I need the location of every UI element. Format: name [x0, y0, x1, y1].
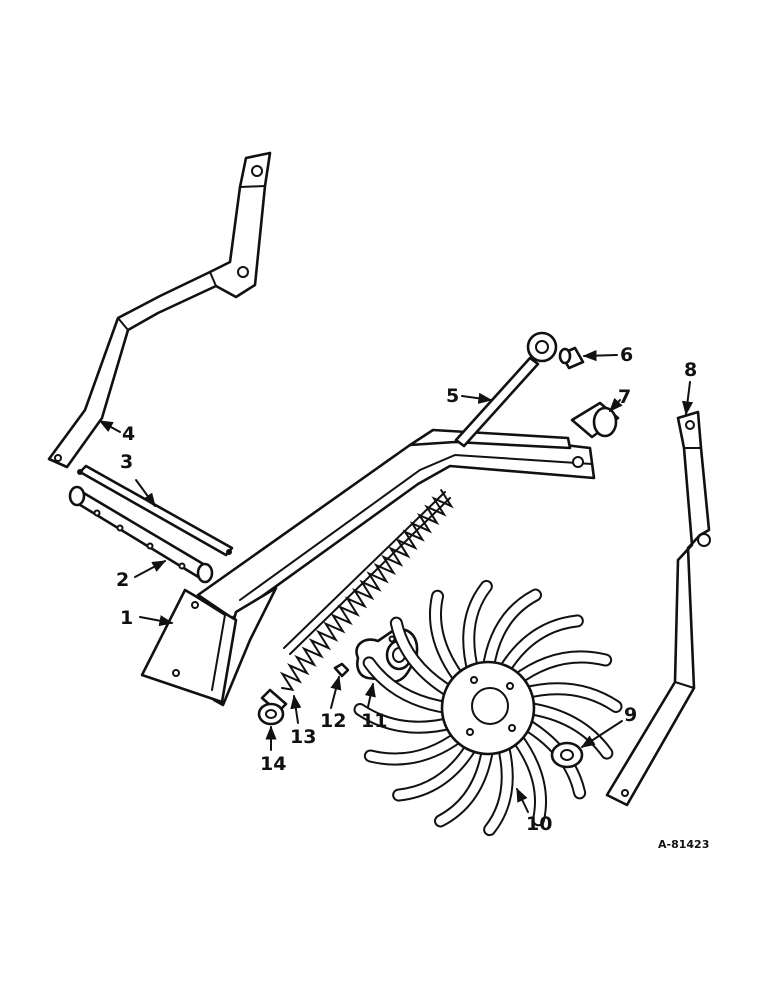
callout-14-label: 14 [260, 753, 286, 775]
callout-10-label: 10 [526, 813, 552, 835]
spring-assembly [279, 489, 454, 692]
left-mounting-bracket [47, 151, 272, 469]
nut [333, 662, 350, 678]
tine [364, 658, 455, 713]
tine [365, 730, 466, 764]
callout-11-label: 11 [361, 710, 387, 732]
callout-1-label: 1 [120, 607, 133, 629]
right-mounting-bracket [605, 410, 711, 807]
tine [355, 705, 458, 732]
tine [464, 581, 491, 678]
tine [498, 616, 582, 678]
tine [485, 738, 512, 835]
callout-3-label: 3 [120, 451, 133, 473]
tine [510, 730, 546, 825]
callout-labels: 1 2 3 4 5 6 7 8 9 10 11 12 13 14 [116, 344, 697, 835]
tie-rod [454, 331, 558, 448]
callout-9-label: 9 [624, 704, 637, 726]
callout-2-label: 2 [116, 569, 129, 591]
drawing-reference-code: A-81423 [658, 838, 709, 851]
tine [518, 684, 621, 711]
tine [483, 590, 540, 675]
tine [394, 738, 478, 800]
spacer-tube [570, 401, 620, 439]
callout-8-label: 8 [684, 359, 697, 381]
rotary-tine-wheel [353, 579, 623, 837]
callout-13-label: 13 [290, 726, 316, 748]
callout-7-label: 7 [618, 386, 631, 408]
callout-12-label: 12 [320, 710, 346, 732]
callout-6-label: 6 [620, 344, 633, 366]
rod [77, 464, 234, 557]
callout-5-label: 5 [446, 385, 459, 407]
small-bushing [558, 346, 585, 370]
tine [436, 741, 493, 826]
bolt-with-nut [257, 688, 288, 726]
leader-arrows [98, 350, 694, 813]
sleeve-tube [68, 485, 214, 584]
main-arm-frame [140, 428, 596, 707]
tine [430, 591, 466, 686]
tine [391, 618, 458, 698]
tine [510, 652, 611, 686]
callout-4-label: 4 [122, 423, 135, 445]
tine [521, 703, 612, 758]
washer [550, 741, 584, 769]
